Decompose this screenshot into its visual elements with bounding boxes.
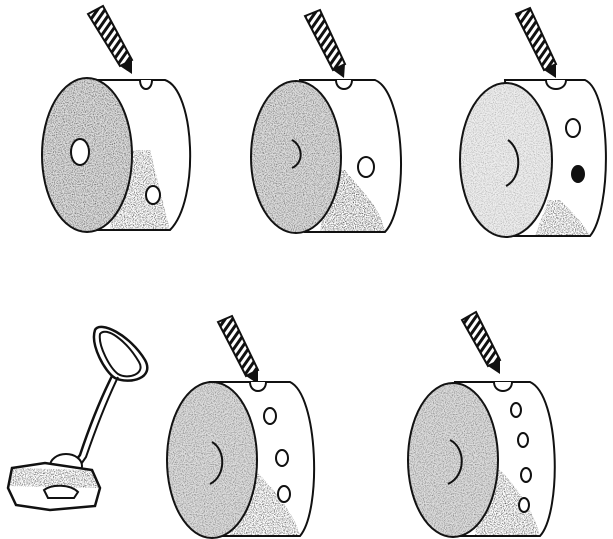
panel-5 — [167, 316, 314, 538]
bead-cylinder — [251, 80, 401, 233]
bead-cylinder — [460, 80, 606, 237]
panel-2 — [251, 10, 401, 233]
drill-bit-icon — [88, 6, 132, 74]
drill-bit-icon — [462, 312, 500, 374]
bead-cylinder — [408, 382, 555, 537]
panel-3 — [460, 8, 606, 237]
drill-bit-icon — [305, 10, 345, 78]
panel-1 — [42, 6, 190, 232]
panel-6 — [408, 312, 555, 537]
panel-4 — [8, 327, 147, 510]
bead-cylinder — [42, 78, 190, 232]
drill-bit-icon — [218, 316, 258, 384]
bead-cylinder — [167, 382, 314, 538]
drill-bit-icon — [516, 8, 556, 78]
flat-stone — [8, 463, 100, 510]
